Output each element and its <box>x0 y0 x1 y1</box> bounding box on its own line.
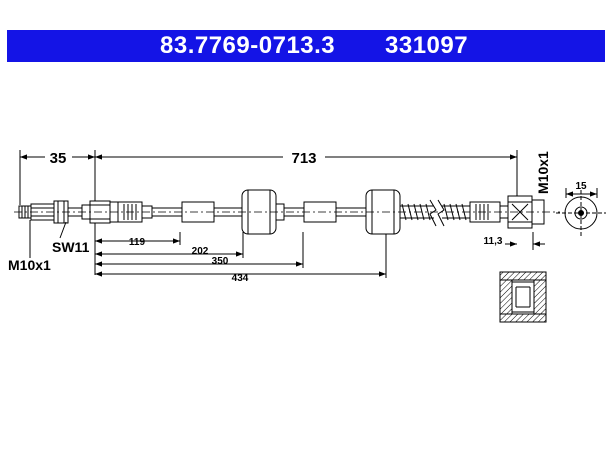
thread-right-label: M10x1 <box>535 151 551 194</box>
dim-713-label: 713 <box>291 150 316 167</box>
spring-guard <box>400 199 470 227</box>
end-view <box>556 190 606 236</box>
sw11-leader <box>59 221 67 239</box>
dim-11-3-label: 11,3 <box>484 236 503 247</box>
dim-202-label: 202 <box>192 246 209 257</box>
section-detail <box>499 271 547 323</box>
reference-number: 331097 <box>385 32 469 59</box>
article-number: 83.7769-0713.3 <box>160 32 336 59</box>
dim-15-label: 15 <box>575 181 587 192</box>
title-banner: 83.7769-0713.3 331097 <box>7 30 605 62</box>
dim-350-label: 350 <box>212 256 229 267</box>
thread-left-label: M10x1 <box>8 257 51 273</box>
dim-434-label: 434 <box>232 273 249 284</box>
dim-119-label: 119 <box>129 237 146 248</box>
bottom-dimensions <box>95 238 545 277</box>
dim-35-label: 35 <box>50 150 67 167</box>
wrench-size-label: SW11 <box>52 239 90 255</box>
